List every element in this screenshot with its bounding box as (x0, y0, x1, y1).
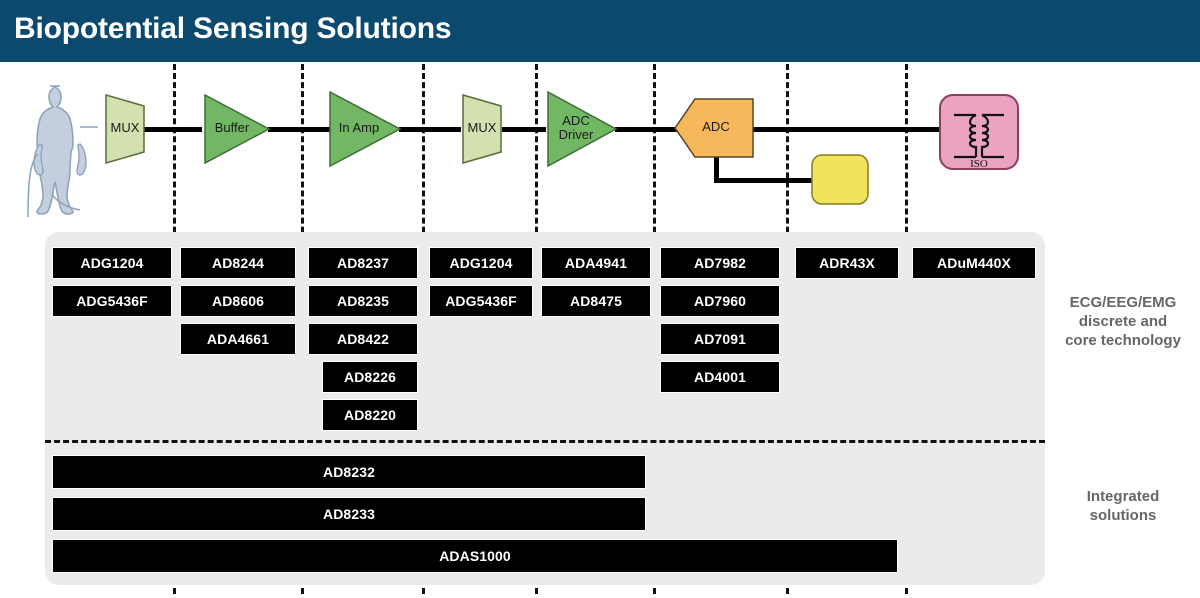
wire-adcdriver-adc (615, 127, 683, 132)
part-box[interactable]: ADG5436F (429, 285, 533, 317)
part-box[interactable]: AD7091 (660, 323, 780, 355)
part-box[interactable]: ADG1204 (52, 247, 172, 279)
page-title: Biopotential Sensing Solutions (14, 12, 452, 45)
wire-adc-iso (752, 127, 942, 132)
part-box[interactable]: ADuM440X (912, 247, 1036, 279)
block-buffer (203, 93, 271, 165)
part-box[interactable]: AD8226 (322, 361, 418, 393)
block-mux-1 (104, 93, 146, 165)
part-box[interactable]: ADA4661 (180, 323, 296, 355)
wire-adc-digital (714, 178, 814, 183)
title-bar: Biopotential Sensing Solutions (0, 0, 1200, 62)
svg-text:ISO: ISO (970, 158, 988, 170)
human-body-icon (18, 82, 114, 222)
part-box[interactable]: AD7982 (660, 247, 780, 279)
integrated-bar[interactable]: AD8232 (52, 455, 646, 489)
caption-integrated: Integrated solutions (1086, 488, 1160, 524)
wire-mux1-buffer (140, 127, 202, 132)
part-box[interactable]: AD8422 (308, 323, 418, 355)
block-isolator: ISO (938, 93, 1020, 171)
part-box[interactable]: AD8244 (180, 247, 296, 279)
section-divider (45, 440, 1045, 443)
part-box[interactable]: AD8475 (541, 285, 651, 317)
part-box[interactable]: ADR43X (795, 247, 899, 279)
integrated-bar[interactable]: ADAS1000 (52, 539, 898, 573)
part-box[interactable]: AD4001 (660, 361, 780, 393)
wire-buffer-inamp (268, 127, 331, 132)
part-box[interactable]: AD8237 (308, 247, 418, 279)
wire-adc-down (714, 150, 719, 183)
block-mux-2 (461, 93, 503, 165)
part-box[interactable]: AD7960 (660, 285, 780, 317)
block-digital (810, 153, 870, 206)
part-box[interactable]: ADG5436F (52, 285, 172, 317)
integrated-bar[interactable]: AD8233 (52, 497, 646, 531)
part-box[interactable]: AD8220 (322, 399, 418, 431)
wire-mux2-adcdriver (502, 127, 546, 132)
block-in-amp (328, 90, 402, 168)
block-adc-driver (546, 90, 618, 168)
caption-discrete: ECG/EEG/EMG discrete and core technology (1065, 294, 1181, 349)
part-box[interactable]: ADG1204 (429, 247, 533, 279)
wire-inamp-mux2 (399, 127, 461, 132)
block-adc (673, 97, 755, 159)
part-box[interactable]: AD8235 (308, 285, 418, 317)
part-box[interactable]: ADA4941 (541, 247, 651, 279)
part-box[interactable]: AD8606 (180, 285, 296, 317)
